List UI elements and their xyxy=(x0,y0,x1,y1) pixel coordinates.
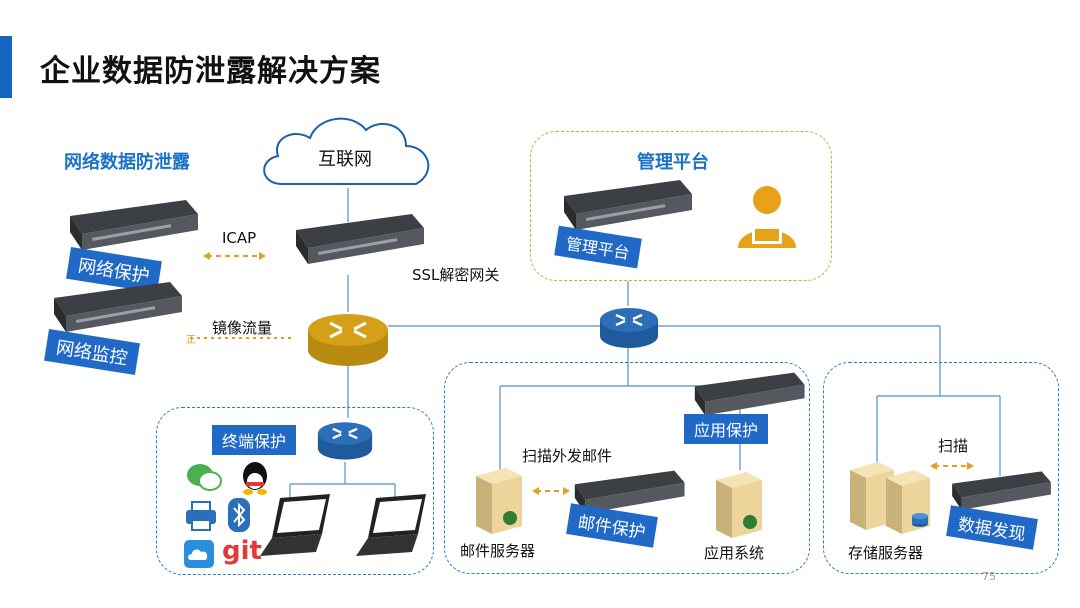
mail-scan-label: 扫描外发邮件 xyxy=(522,447,613,465)
bluetooth-icon xyxy=(228,498,250,532)
page-number: 75 xyxy=(982,570,996,583)
network-dlp-heading: 网络数据防泄露 xyxy=(64,152,190,173)
storage-server-icon xyxy=(850,462,930,534)
app-protect-appliance xyxy=(694,372,805,416)
title-accent-bar xyxy=(0,36,12,98)
qq-icon xyxy=(243,462,267,495)
git-icon: git xyxy=(222,536,262,566)
core-router-icon xyxy=(308,314,388,366)
app-protect-tag: 应用保护 xyxy=(684,414,769,444)
wechat-icon xyxy=(187,464,222,491)
endpoint-zone xyxy=(156,407,434,575)
app-system-server-icon xyxy=(716,472,762,538)
cloud-icon xyxy=(263,117,430,185)
laptop-icon xyxy=(260,494,330,556)
internet-label: 互联网 xyxy=(318,149,372,170)
storage-scan-label: 扫描 xyxy=(938,437,969,455)
endpoint-router-icon xyxy=(317,422,373,460)
mirror-traffic-label: 镜像流量 xyxy=(212,319,273,337)
management-appliance xyxy=(564,180,692,230)
mirror-marker: 正 xyxy=(186,335,196,346)
management-heading: 管理平台 xyxy=(637,152,709,173)
page-title: 企业数据防泄露解决方案 xyxy=(40,54,381,89)
network-protect-appliance xyxy=(70,200,198,250)
mail-server-label: 邮件服务器 xyxy=(460,542,536,560)
app-system-label: 应用系统 xyxy=(704,544,765,562)
laptop-icon xyxy=(356,494,426,556)
mail-zone xyxy=(444,362,810,574)
storage-server-label: 存储服务器 xyxy=(848,544,924,562)
printer-icon xyxy=(186,501,216,531)
admin-user-icon xyxy=(738,186,796,248)
endpoint-tag: 终端保护 xyxy=(212,425,297,455)
cloud-icon xyxy=(184,540,214,568)
data-discovery-appliance xyxy=(952,471,1051,510)
network-monitor-appliance xyxy=(54,282,182,332)
ssl-gateway-appliance xyxy=(296,214,424,264)
mail-server-icon xyxy=(476,468,522,534)
management-router-icon xyxy=(600,308,658,348)
ssl-gateway-label: SSL解密网关 xyxy=(412,266,500,284)
management-zone xyxy=(530,131,832,281)
storage-zone xyxy=(823,362,1059,574)
icap-label: ICAP xyxy=(222,229,257,247)
